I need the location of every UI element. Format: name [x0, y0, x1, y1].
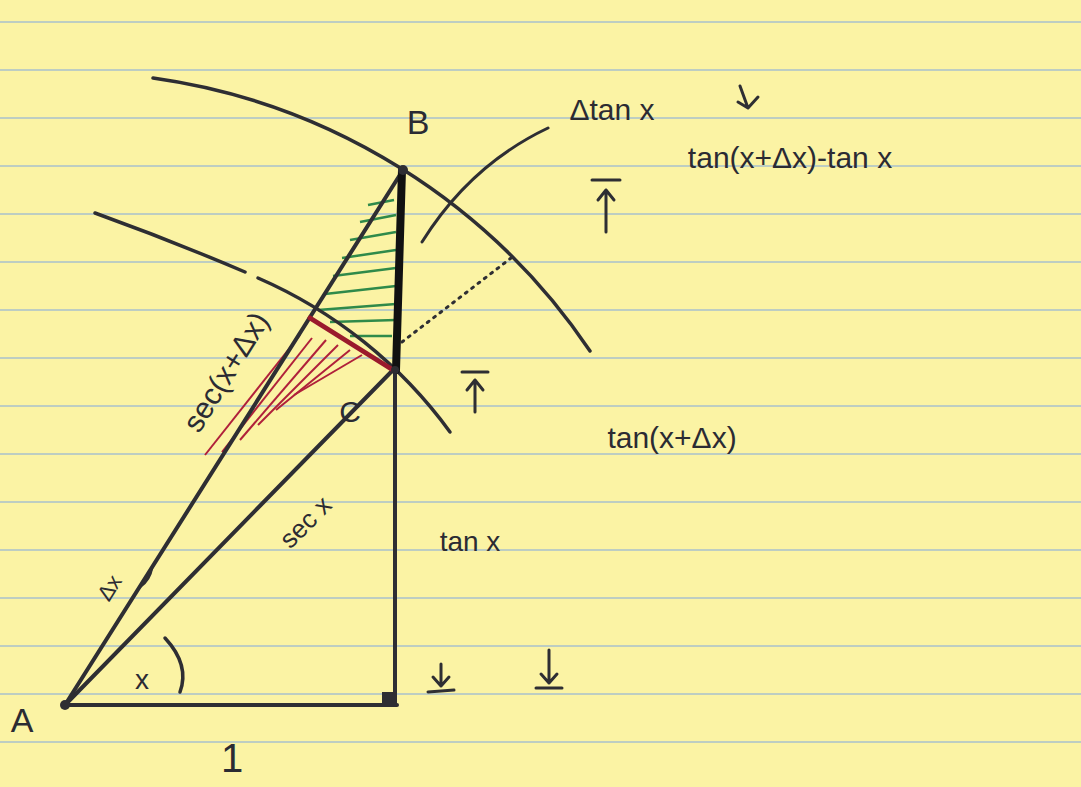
arc-sec-x-plus-dx [153, 78, 590, 351]
rule-line [0, 741, 1081, 743]
label: tan(x+Δx) [607, 423, 736, 453]
label: B [407, 105, 430, 139]
hatch-stroke [325, 286, 396, 294]
dimension-arrow-up [592, 180, 620, 232]
rule-line [0, 597, 1081, 599]
label: A [11, 703, 34, 737]
arrow-down [738, 86, 758, 108]
dimension-arrows [428, 86, 758, 692]
rule-line [0, 117, 1081, 119]
label: 1 [221, 738, 243, 778]
angle-arc-x [165, 638, 183, 692]
label: sec(x+Δx) [178, 307, 275, 437]
hatch-stroke [350, 232, 396, 240]
dimension-arrow-down [428, 664, 454, 692]
rule-line [0, 261, 1081, 263]
point-c [391, 366, 399, 374]
sec-x-side [65, 370, 393, 705]
label: C [339, 397, 361, 427]
rule-line [0, 645, 1081, 647]
perpendicular [310, 318, 393, 370]
rule-line [0, 69, 1081, 71]
base-side [65, 703, 397, 707]
dotted-line [402, 255, 515, 342]
leader-line [422, 128, 548, 242]
hatch-stroke [318, 304, 396, 310]
rule-line [0, 453, 1081, 455]
paper-rules [0, 22, 1081, 742]
rule-line [0, 693, 1081, 695]
label: Δx [94, 571, 126, 604]
rule-line [0, 165, 1081, 167]
delta-tan-segment [396, 170, 402, 370]
rule-line [0, 357, 1081, 359]
arc-stroke [95, 213, 245, 272]
hatch-stroke [258, 345, 338, 425]
right-angle-mark [382, 692, 395, 705]
rule-line [0, 213, 1081, 215]
sec-x-dx-side [65, 170, 403, 705]
tan-side [393, 370, 397, 705]
rule-line [0, 501, 1081, 503]
hatch-stroke [330, 320, 396, 322]
rule-line [0, 309, 1081, 311]
dimension-arrow-down [536, 650, 562, 688]
label: sec x [274, 491, 335, 552]
rule-line [0, 405, 1081, 407]
dimension-arrow-up [462, 372, 488, 412]
point-a [60, 700, 70, 710]
label: tan(x+Δx)-tan x [688, 143, 892, 173]
label: x [135, 666, 149, 694]
hatch-stroke [360, 215, 396, 222]
hatch-stroke [294, 355, 362, 395]
point-b [398, 165, 408, 175]
rule-line [0, 21, 1081, 23]
label: Δtan x [569, 95, 654, 125]
hatch-stroke [276, 350, 350, 410]
triangle [60, 128, 548, 710]
label: tan x [440, 528, 501, 556]
